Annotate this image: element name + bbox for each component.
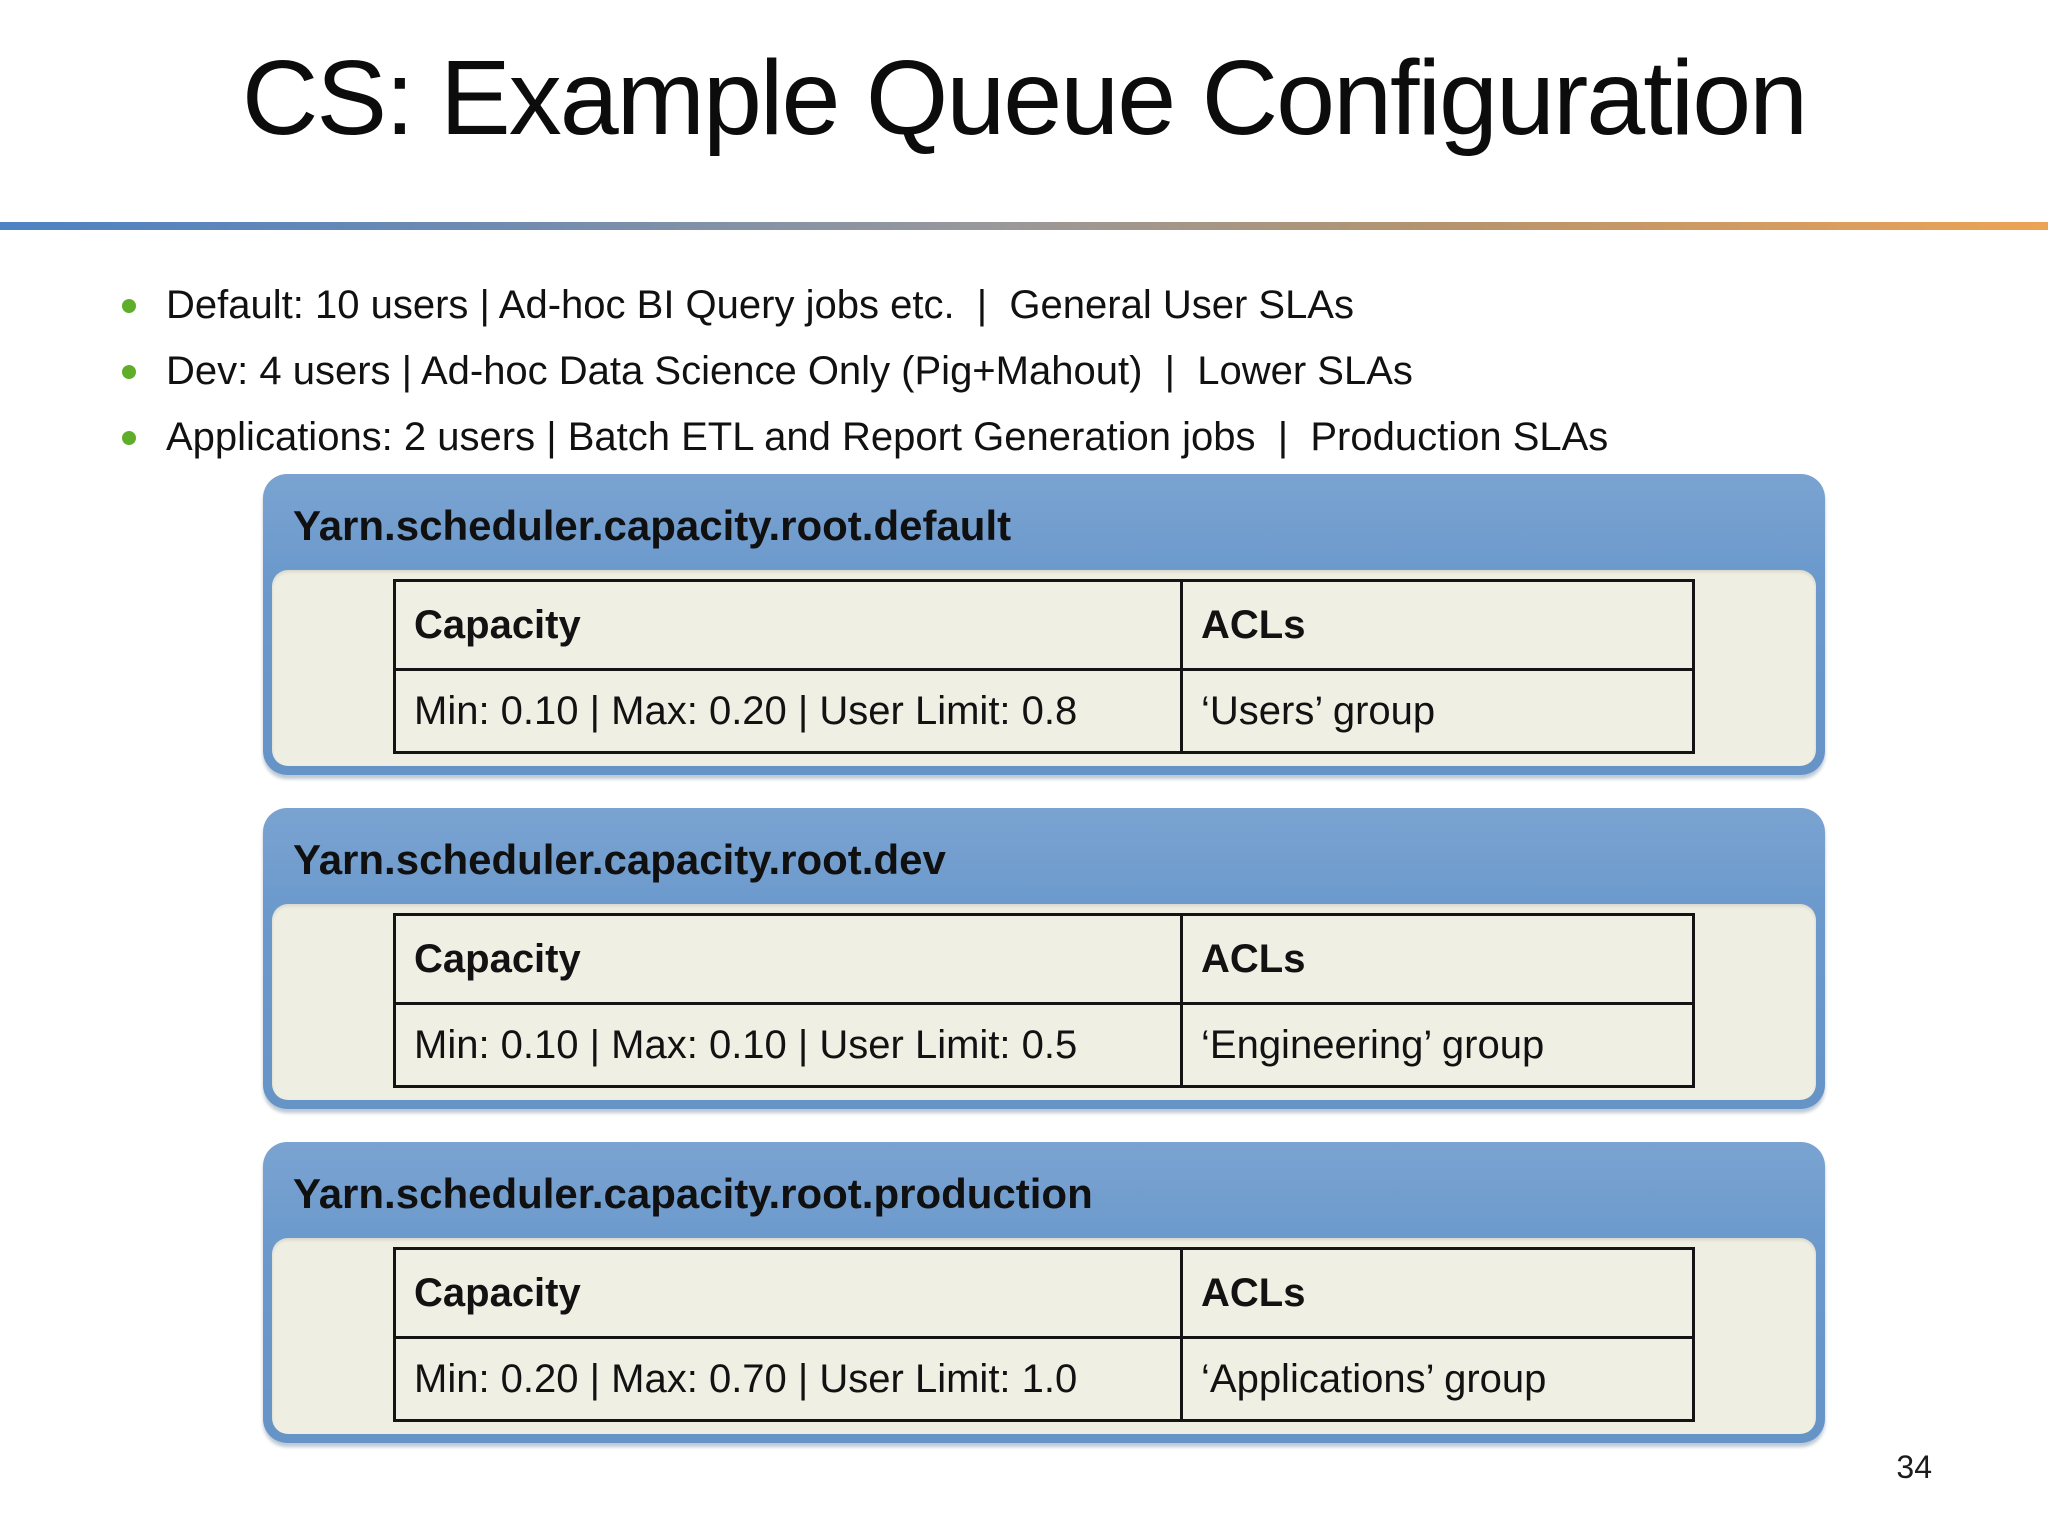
acl-value-cell: ‘Engineering’ group xyxy=(1180,1002,1695,1088)
bullet-dot-icon xyxy=(122,365,136,379)
col-header-capacity: Capacity xyxy=(393,1247,1183,1339)
col-header-acls: ACLs xyxy=(1180,579,1695,671)
bullet-item: Dev: 4 users | Ad-hoc Data Science Only … xyxy=(122,338,1922,404)
queue-card-panel: Capacity ACLs Min: 0.10 | Max: 0.20 | Us… xyxy=(272,570,1816,766)
queue-card-default: Yarn.scheduler.capacity.root.default Cap… xyxy=(263,474,1825,775)
acl-value-cell: ‘Users’ group xyxy=(1180,668,1695,754)
col-header-capacity: Capacity xyxy=(393,913,1183,1005)
queue-card-panel: Capacity ACLs Min: 0.10 | Max: 0.10 | Us… xyxy=(272,904,1816,1100)
title-divider-rule xyxy=(0,222,2048,230)
queue-card-panel: Capacity ACLs Min: 0.20 | Max: 0.70 | Us… xyxy=(272,1238,1816,1434)
capacity-value-cell: Min: 0.20 | Max: 0.70 | User Limit: 1.0 xyxy=(393,1336,1183,1422)
col-header-acls: ACLs xyxy=(1180,1247,1695,1339)
col-header-capacity: Capacity xyxy=(393,579,1183,671)
queue-table: Capacity ACLs Min: 0.10 | Max: 0.10 | Us… xyxy=(393,913,1695,1088)
queue-card-title: Yarn.scheduler.capacity.root.dev xyxy=(293,836,946,883)
queue-card-dev: Yarn.scheduler.capacity.root.dev Capacit… xyxy=(263,808,1825,1109)
col-header-acls: ACLs xyxy=(1180,913,1695,1005)
page-title: CS: Example Queue Configuration xyxy=(241,39,1808,157)
acl-value-cell: ‘Applications’ group xyxy=(1180,1336,1695,1422)
queue-table: Capacity ACLs Min: 0.10 | Max: 0.20 | Us… xyxy=(393,579,1695,754)
capacity-value-cell: Min: 0.10 | Max: 0.20 | User Limit: 0.8 xyxy=(393,668,1183,754)
queue-card-title: Yarn.scheduler.capacity.root.production xyxy=(293,1170,1093,1217)
bullet-dot-icon xyxy=(122,299,136,313)
bullet-list: Default: 10 users | Ad-hoc BI Query jobs… xyxy=(122,272,1922,470)
bullet-text: Dev: 4 users | Ad-hoc Data Science Only … xyxy=(166,349,1413,393)
queue-card-title: Yarn.scheduler.capacity.root.default xyxy=(293,502,1012,549)
bullet-text: Default: 10 users | Ad-hoc BI Query jobs… xyxy=(166,283,1354,327)
queue-card-production: Yarn.scheduler.capacity.root.production … xyxy=(263,1142,1825,1443)
bullet-dot-icon xyxy=(122,431,136,445)
bullet-text: Applications: 2 users | Batch ETL and Re… xyxy=(166,415,1609,459)
page-number: 34 xyxy=(1896,1449,1932,1485)
bullet-item: Default: 10 users | Ad-hoc BI Query jobs… xyxy=(122,272,1922,338)
queue-table: Capacity ACLs Min: 0.20 | Max: 0.70 | Us… xyxy=(393,1247,1695,1422)
capacity-value-cell: Min: 0.10 | Max: 0.10 | User Limit: 0.5 xyxy=(393,1002,1183,1088)
bullet-item: Applications: 2 users | Batch ETL and Re… xyxy=(122,404,1922,470)
